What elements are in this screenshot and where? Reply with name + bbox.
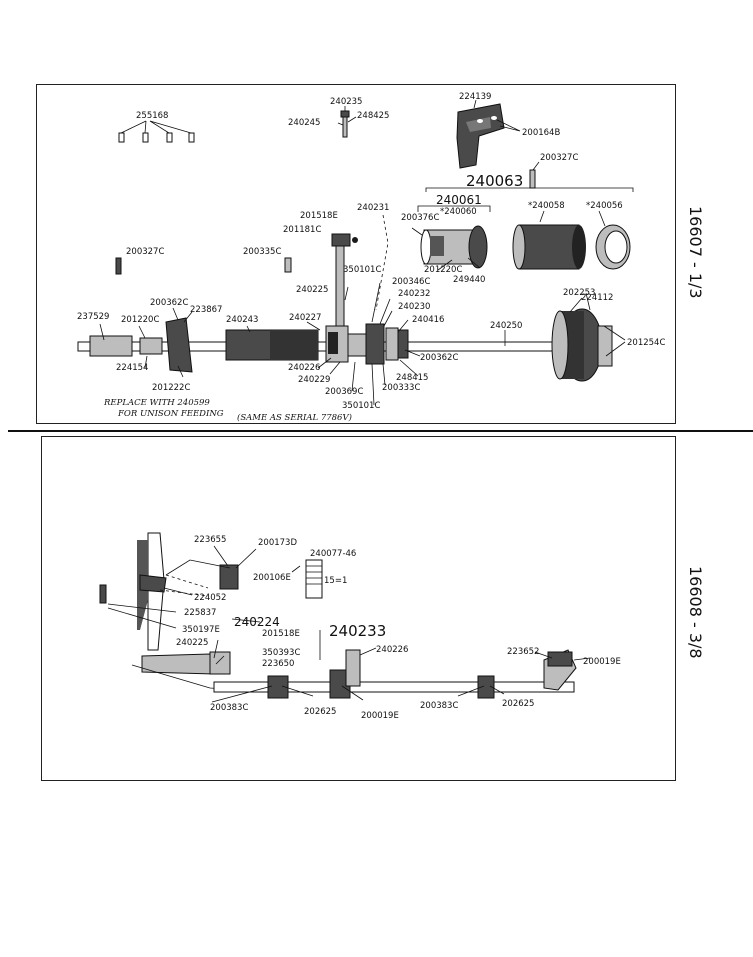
label-201222c: 201222C	[152, 383, 190, 393]
label-201181c: 201181C	[283, 225, 321, 235]
label-240229: 240229	[298, 375, 330, 385]
label-240230: 240230	[398, 302, 430, 312]
label-248425: 248425	[357, 111, 389, 121]
label-240077-46: 240077-46	[310, 549, 356, 559]
label-202625-right: 202625	[502, 699, 534, 709]
label-240225-bottom: 240225	[176, 638, 208, 648]
label-200362c-right: 200362C	[420, 353, 458, 363]
label-224112: 224112	[581, 293, 613, 303]
label-240225: 240225	[296, 285, 328, 295]
replace-note-line3: (SAME AS SERIAL 7786V)	[237, 412, 352, 423]
part-200327c-pin-left	[115, 257, 122, 275]
label-201518e-bottom: 201518E	[262, 629, 300, 639]
label-223655: 223655	[194, 535, 226, 545]
label-350101c-bottom: 350101C	[342, 401, 380, 411]
label-240250: 240250	[490, 321, 522, 331]
label-200327c-left: 200327C	[126, 247, 164, 257]
label-240226: 240226	[288, 363, 320, 373]
main-shaft-assembly	[77, 308, 613, 382]
label-240243: 240243	[226, 315, 258, 325]
label-240232: 240232	[398, 289, 430, 299]
top-panel-drawing	[77, 99, 634, 406]
label-240245: 240245	[288, 118, 320, 128]
label-200327c-right: 200327C	[540, 153, 578, 163]
label-224139: 224139	[459, 92, 491, 102]
label-200376c: 200376C	[401, 213, 439, 223]
label-200383c-right: 200383C	[420, 701, 458, 711]
replace-note-line2: FOR UNISON FEEDING	[117, 409, 224, 419]
leader-240231	[375, 214, 389, 311]
bottom-diagram-frame	[41, 436, 676, 781]
part-200335c-pin	[284, 257, 292, 273]
part-224139-bracket	[456, 99, 521, 169]
label-240416: 240416	[412, 315, 444, 325]
group-bracket-240063	[425, 187, 634, 192]
label-200362c-left: 200362C	[150, 298, 188, 308]
label-224154: 224154	[116, 363, 148, 373]
part-240235-screw	[337, 106, 357, 138]
label-202625-left: 202625	[304, 707, 336, 717]
label-240226-bottom: 240226	[376, 645, 408, 655]
bottom-panel-drawing	[99, 532, 591, 703]
label-201518e: 201518E	[300, 211, 338, 221]
label-249440: 249440	[453, 275, 485, 285]
panel-separator-line	[8, 430, 753, 432]
label-240060: *240060	[440, 207, 477, 217]
label-200019e-right: 200019E	[583, 657, 621, 667]
label-350101c-top: 350101C	[343, 265, 381, 275]
label-15-1: 15=1	[324, 576, 347, 586]
label-240227: 240227	[289, 313, 321, 323]
label-237529: 237529	[77, 312, 109, 322]
label-200019e-center: 200019E	[361, 711, 399, 721]
part-200327c-pin-right	[529, 169, 536, 189]
label-200106e: 200106E	[253, 573, 291, 583]
label-201254c: 201254C	[627, 338, 665, 348]
part-240225-arm	[331, 233, 358, 327]
group-bracket-240061	[417, 205, 491, 212]
part-240056-ring	[595, 224, 631, 270]
label-200173d: 200173D	[258, 538, 297, 548]
part-255168-pins	[118, 120, 195, 143]
label-200335c: 200335C	[243, 247, 281, 257]
label-240231: 240231	[357, 203, 389, 213]
label-201220c-right: 201220C	[424, 265, 462, 275]
label-240224: 240224	[234, 615, 280, 629]
label-240233: 240233	[329, 622, 386, 640]
label-240056: *240056	[586, 201, 623, 211]
part-200173d-block	[219, 564, 239, 590]
label-200383c-left: 200383C	[210, 703, 248, 713]
side-label-16608: 16608 - 3/8	[686, 566, 705, 659]
part-240060-bushing	[420, 225, 488, 269]
part-224052-bracket	[139, 574, 167, 593]
part-225837-pin	[99, 584, 107, 604]
side-label-16607: 16607 - 1/3	[686, 206, 705, 299]
part-200106e-screw	[305, 559, 323, 599]
rock-shaft-assembly	[209, 649, 577, 699]
label-350197e: 350197E	[182, 625, 220, 635]
label-223652: 223652	[507, 647, 539, 657]
label-223867: 223867	[190, 305, 222, 315]
part-240058-sleeve	[512, 224, 586, 270]
label-200333c: 200333C	[382, 383, 420, 393]
label-224052: 224052	[194, 593, 226, 603]
replace-note-line1: REPLACE WITH 240599	[103, 398, 210, 408]
label-240063: 240063	[466, 172, 523, 190]
label-200164b: 200164B	[522, 128, 560, 138]
label-223650: 223650	[262, 659, 294, 669]
top-diagram-frame	[36, 84, 676, 424]
label-350393c: 350393C	[262, 648, 300, 658]
label-255168: 255168	[136, 111, 168, 121]
label-240235: 240235	[330, 97, 362, 107]
label-202253: 202253	[563, 288, 595, 298]
label-248415: 248415	[396, 373, 428, 383]
label-225837: 225837	[184, 608, 216, 618]
label-240058: *240058	[528, 201, 565, 211]
label-200369c: 200369C	[325, 387, 363, 397]
label-240061: 240061	[436, 193, 482, 207]
label-200346c: 200346C	[392, 277, 430, 287]
label-201220c-left: 201220C	[121, 315, 159, 325]
